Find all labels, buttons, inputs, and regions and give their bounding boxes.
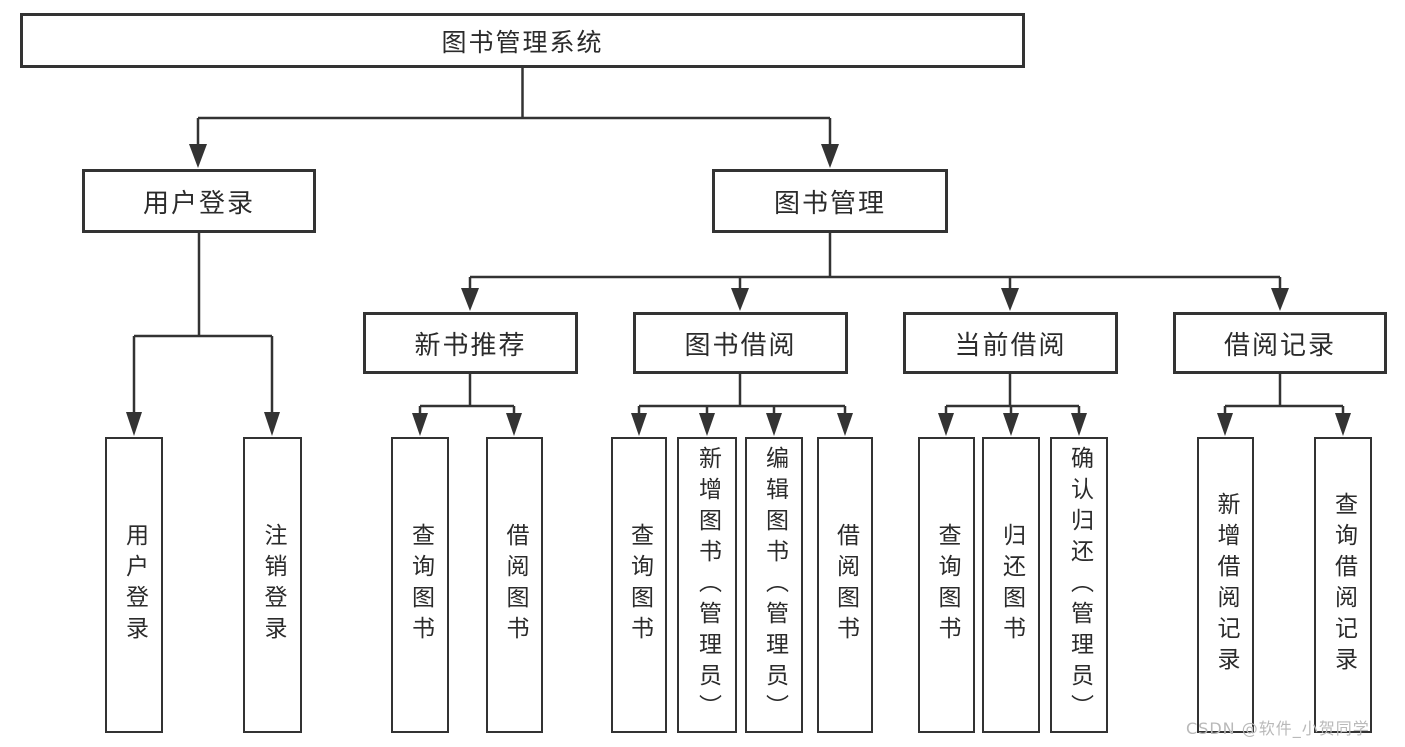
edge-book-management-to-level3 [461, 233, 1289, 311]
leaf-rec-borrow-books: 借阅图书 [486, 437, 543, 733]
leaf-logout-label: 注销登录 [260, 523, 286, 647]
leaf-borrow-query-books-label: 查询图书 [626, 523, 653, 647]
leaf-current-return-books-label: 归还图书 [998, 523, 1025, 647]
edge-current-borrow-to-children [938, 374, 1087, 436]
leaf-borrow-query-books: 查询图书 [611, 437, 667, 733]
leaf-borrow-edit-books-admin: 编辑图书（管理员） [745, 437, 803, 733]
node-new-book-recommend-label: 新书推荐 [414, 330, 527, 361]
node-book-management: 图书管理 [712, 169, 948, 233]
node-current-borrow-label: 当前借阅 [954, 330, 1067, 361]
node-user-login: 用户登录 [82, 169, 316, 233]
node-book-borrow: 图书借阅 [633, 312, 848, 374]
watermark: CSDN @软件_小贺同学 [1186, 719, 1370, 738]
edge-new-book-recommend-to-children [412, 374, 522, 436]
node-root: 图书管理系统 [20, 13, 1025, 68]
leaf-records-query-record-label: 查询借阅记录 [1330, 492, 1357, 678]
node-root-label: 图书管理系统 [441, 27, 604, 57]
node-current-borrow: 当前借阅 [903, 312, 1118, 374]
leaf-borrow-borrow-books-label: 借阅图书 [832, 523, 859, 647]
edge-borrow-records-to-children [1217, 374, 1351, 436]
leaf-current-confirm-return-admin: 确认归还（管理员） [1050, 437, 1108, 733]
leaf-borrow-add-books-admin: 新增图书（管理员） [677, 437, 737, 733]
leaf-borrow-edit-books-admin-label: 编辑图书（管理员） [761, 445, 788, 725]
leaf-user-login: 用户登录 [105, 437, 163, 733]
node-book-management-label: 图书管理 [773, 188, 886, 219]
node-book-borrow-label: 图书借阅 [684, 330, 797, 361]
node-borrow-records: 借阅记录 [1173, 312, 1387, 374]
leaf-records-add-record: 新增借阅记录 [1197, 437, 1254, 733]
node-borrow-records-label: 借阅记录 [1223, 330, 1336, 361]
leaf-current-return-books: 归还图书 [982, 437, 1040, 733]
leaf-rec-query-books: 查询图书 [391, 437, 449, 733]
leaf-current-query-books: 查询图书 [918, 437, 975, 733]
leaf-current-query-books-label: 查询图书 [934, 523, 960, 647]
leaf-records-query-record: 查询借阅记录 [1314, 437, 1372, 733]
leaf-rec-query-books-label: 查询图书 [407, 523, 434, 647]
leaf-borrow-add-books-admin-label: 新增图书（管理员） [694, 445, 721, 725]
leaf-logout: 注销登录 [243, 437, 302, 733]
node-new-book-recommend: 新书推荐 [363, 312, 578, 374]
leaf-current-confirm-return-admin-label: 确认归还（管理员） [1066, 445, 1093, 725]
leaf-borrow-borrow-books: 借阅图书 [817, 437, 873, 733]
leaf-user-login-label: 用户登录 [121, 523, 148, 647]
edge-book-borrow-to-children [631, 374, 853, 436]
edge-root-to-level2 [189, 68, 839, 168]
node-user-login-label: 用户登录 [142, 188, 255, 219]
leaf-rec-borrow-books-label: 借阅图书 [502, 523, 528, 647]
edge-user-login-to-children [126, 233, 280, 436]
leaf-records-add-record-label: 新增借阅记录 [1213, 492, 1239, 678]
